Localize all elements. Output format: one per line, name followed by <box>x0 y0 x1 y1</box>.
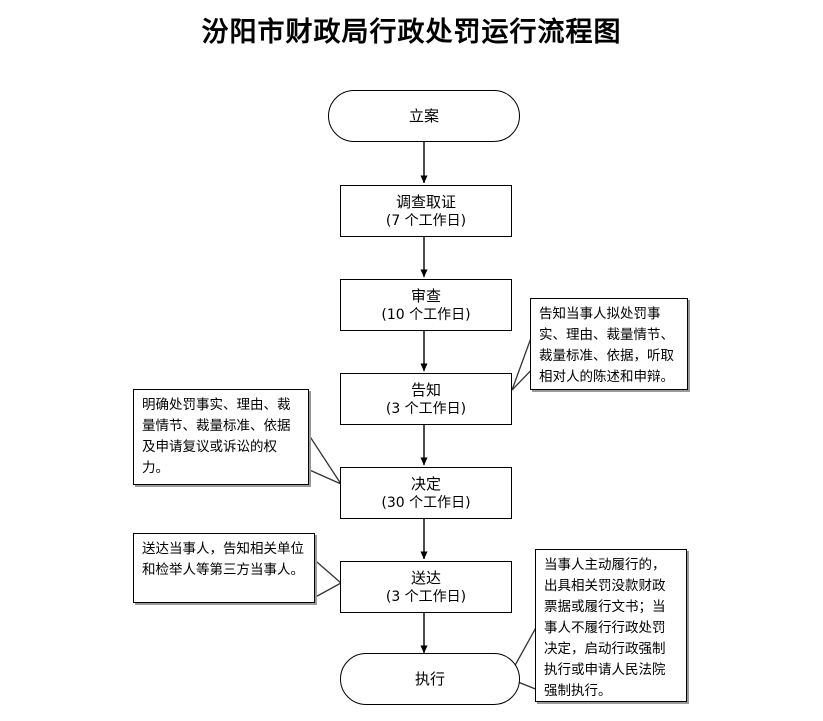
node-investigation[interactable]: 调查取证 (7 个工作日) <box>340 185 512 237</box>
node-filing-label: 立案 <box>408 107 439 125</box>
annotation-execution-text: 当事人主动履行的，出具相关罚没款财政票据或履行文书；当事人不履行行政处罚决定，启… <box>544 557 666 699</box>
node-decision-label: 决定 <box>410 474 441 493</box>
node-notification-label: 告知 <box>410 380 441 399</box>
annotation-service-text: 送达当事人，告知相关单位和检举人等第三方当事人。 <box>142 541 304 578</box>
annotation-decision-text: 明确处罚事实、理由、裁量情节、裁量标准、依据及申请复议或诉讼的权力。 <box>142 397 291 476</box>
node-investigation-duration: (7 个工作日) <box>385 212 467 229</box>
node-review[interactable]: 审查 (10 个工作日) <box>340 279 512 331</box>
node-review-duration: (10 个工作日) <box>381 306 471 323</box>
node-review-label: 审查 <box>410 286 441 305</box>
node-investigation-label: 调查取证 <box>395 192 456 211</box>
node-execution[interactable]: 执行 <box>340 653 520 705</box>
page-title: 汾阳市财政局行政处罚运行流程图 <box>201 17 622 48</box>
node-service-label: 送达 <box>410 568 441 587</box>
node-notification[interactable]: 告知 (3 个工作日) <box>340 373 512 425</box>
annotation-execution-note: 当事人主动履行的，出具相关罚没款财政票据或履行文书；当事人不履行行政处罚决定，启… <box>535 549 687 702</box>
annotation-notification-note: 告知当事人拟处罚事实、理由、裁量情节、裁量标准、依据，听取相对人的陈述和申辩。 <box>530 298 688 390</box>
annotation-decision-note: 明确处罚事实、理由、裁量情节、裁量标准、依据及申请复议或诉讼的权力。 <box>133 389 309 485</box>
node-service-duration: (3 个工作日) <box>385 588 467 605</box>
node-execution-label: 执行 <box>414 670 445 688</box>
node-notification-duration: (3 个工作日) <box>385 400 467 417</box>
node-filing[interactable]: 立案 <box>328 90 520 142</box>
annotation-notification-text: 告知当事人拟处罚事实、理由、裁量情节、裁量标准、依据，听取相对人的陈述和申辩。 <box>539 306 674 385</box>
node-service[interactable]: 送达 (3 个工作日) <box>340 561 512 613</box>
node-decision-duration: (30 个工作日) <box>381 494 471 511</box>
annotation-service-note: 送达当事人，告知相关单位和检举人等第三方当事人。 <box>133 533 315 603</box>
tail-decision-note <box>304 428 343 486</box>
node-decision[interactable]: 决定 (30 个工作日) <box>340 467 512 519</box>
